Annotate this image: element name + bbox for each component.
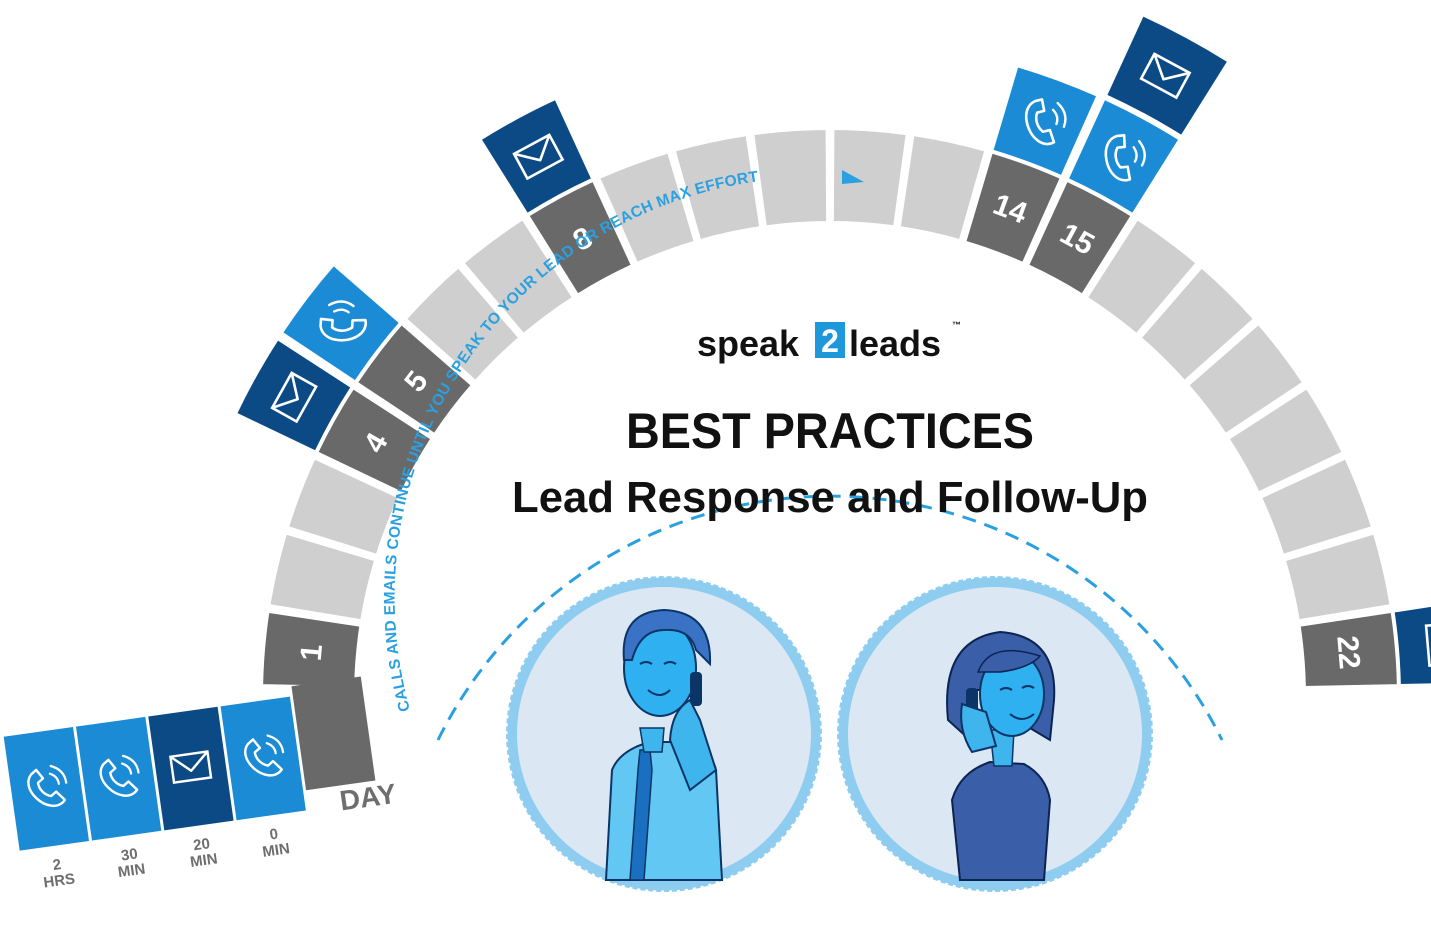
first-day-call-3 bbox=[75, 716, 162, 841]
day-cell-16 bbox=[1085, 217, 1198, 336]
day-cell-15 bbox=[1026, 179, 1133, 296]
day-cell-13 bbox=[898, 134, 987, 242]
speak2leads-logo: speak 2 leads ™ bbox=[697, 320, 961, 364]
day-cell-7 bbox=[462, 217, 575, 336]
lead-illustration bbox=[835, 574, 1155, 894]
touchpoint-day-22-email bbox=[1392, 604, 1431, 687]
time-label-4: 2HRS bbox=[40, 855, 76, 892]
time-label-1: 0MIN bbox=[259, 824, 291, 861]
touchpoint-day-15-call bbox=[1066, 97, 1181, 216]
day-cell-2 bbox=[268, 532, 377, 622]
logo-word-left: speak bbox=[697, 323, 800, 364]
touchpoint-day-14-call bbox=[991, 65, 1099, 178]
day-cell-20 bbox=[1259, 457, 1374, 557]
page-subtitle: Lead Response and Follow-Up bbox=[512, 473, 1148, 522]
touchpoint-day-8-email bbox=[479, 97, 594, 216]
day-cell-17 bbox=[1139, 266, 1256, 383]
day-cell-8 bbox=[527, 179, 634, 296]
day-cell-4 bbox=[316, 386, 433, 494]
day-axis-label: DAY bbox=[338, 778, 399, 817]
day-cell-19 bbox=[1227, 386, 1344, 494]
day-cell-12 bbox=[831, 128, 908, 228]
time-label-2: 20MIN bbox=[187, 834, 219, 871]
day-1-cell-base bbox=[291, 676, 376, 791]
day-cell-22 bbox=[1298, 610, 1399, 689]
day-cell-11 bbox=[752, 128, 829, 228]
day-cell-3 bbox=[286, 457, 401, 557]
first-day-call-1 bbox=[220, 696, 306, 821]
touchpoint-day-15-email bbox=[1104, 14, 1230, 138]
day-cell-1 bbox=[261, 610, 362, 689]
logo-two-box bbox=[815, 322, 845, 358]
day-cell-6 bbox=[404, 266, 521, 383]
logo-word-right: leads bbox=[849, 323, 941, 364]
first-day-email-2 bbox=[148, 706, 234, 831]
touchpoint-day-4-email bbox=[234, 337, 353, 453]
page-title: BEST PRACTICES bbox=[626, 403, 1034, 459]
day-cell-5 bbox=[355, 322, 474, 436]
day-cell-9 bbox=[597, 151, 696, 265]
day-number-22: 22 bbox=[1330, 634, 1366, 670]
day-cell-10 bbox=[673, 134, 762, 242]
day-cell-21 bbox=[1283, 532, 1392, 622]
day-cell-14 bbox=[964, 151, 1063, 265]
logo-trademark: ™ bbox=[952, 320, 961, 330]
touchpoint-day-5-call bbox=[280, 263, 402, 383]
first-day-touchpoints: DAY 0MIN 20MIN 30MIN 2HRS bbox=[3, 676, 399, 892]
time-label-3: 30MIN bbox=[115, 845, 147, 882]
arc-arrow-head bbox=[842, 170, 864, 184]
sales-rep-illustration bbox=[504, 574, 824, 894]
day-cell-18 bbox=[1186, 322, 1305, 436]
first-day-call-4 bbox=[3, 727, 90, 851]
logo-two: 2 bbox=[821, 323, 839, 359]
day-number-1: 1 bbox=[295, 643, 329, 662]
follow-up-dashed-arc bbox=[436, 494, 1224, 741]
